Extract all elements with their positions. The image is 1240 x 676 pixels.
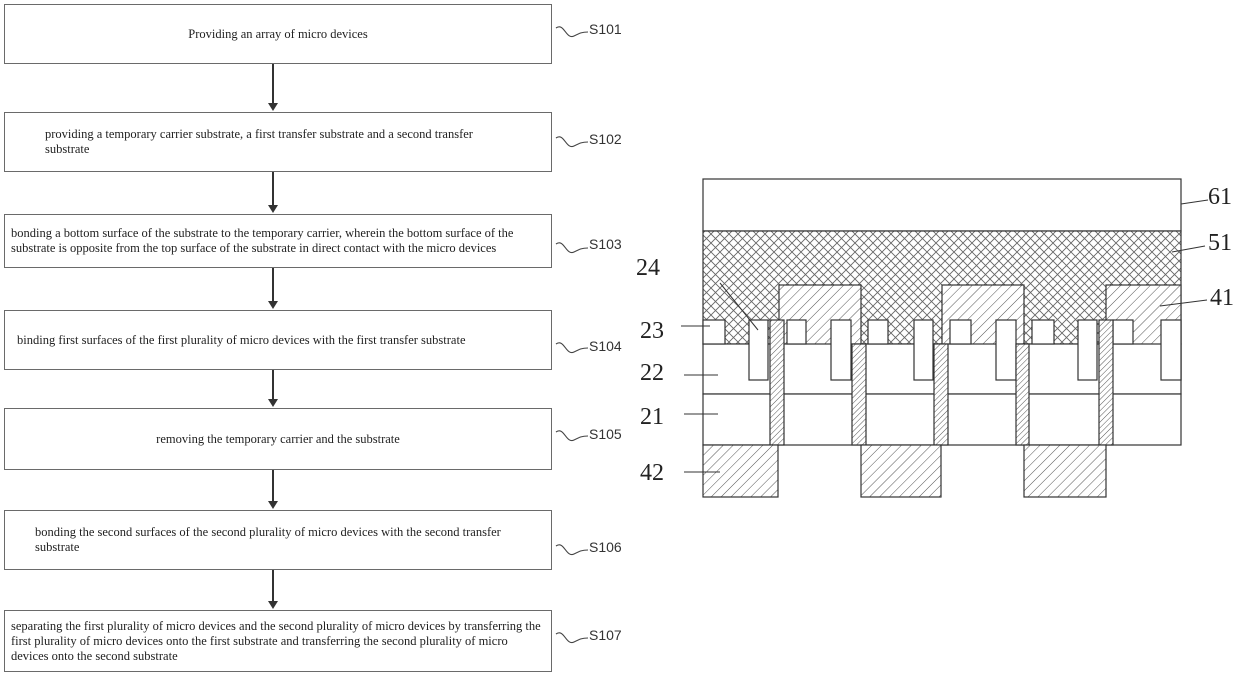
label-61: 61 [1208,184,1232,210]
label-22: 22 [640,360,664,386]
pad-23 [703,320,725,344]
label-41: 41 [1210,285,1234,311]
trench [1099,320,1113,445]
pad-23 [787,320,806,344]
post-24 [1078,320,1097,380]
pad-23 [950,320,971,344]
post-24 [749,320,768,380]
trench [1016,344,1029,445]
bump-42-c [1024,445,1106,497]
bump-42-b [861,445,941,497]
label-42: 42 [640,460,664,486]
label-51: 51 [1208,230,1232,256]
post-24 [996,320,1016,380]
pad-23 [1032,320,1054,344]
trench [934,344,948,445]
trench [770,320,784,445]
trench [852,344,866,445]
label-23: 23 [640,318,664,344]
leader-61 [1181,200,1208,204]
bump-42-a [703,445,778,497]
layer-61-substrate [703,179,1181,231]
label-21: 21 [640,404,664,430]
post-24 [831,320,851,380]
pad-23 [868,320,888,344]
label-24: 24 [636,255,660,281]
post-24 [914,320,933,380]
post-24 [1161,320,1181,380]
pad-23 [1113,320,1133,344]
